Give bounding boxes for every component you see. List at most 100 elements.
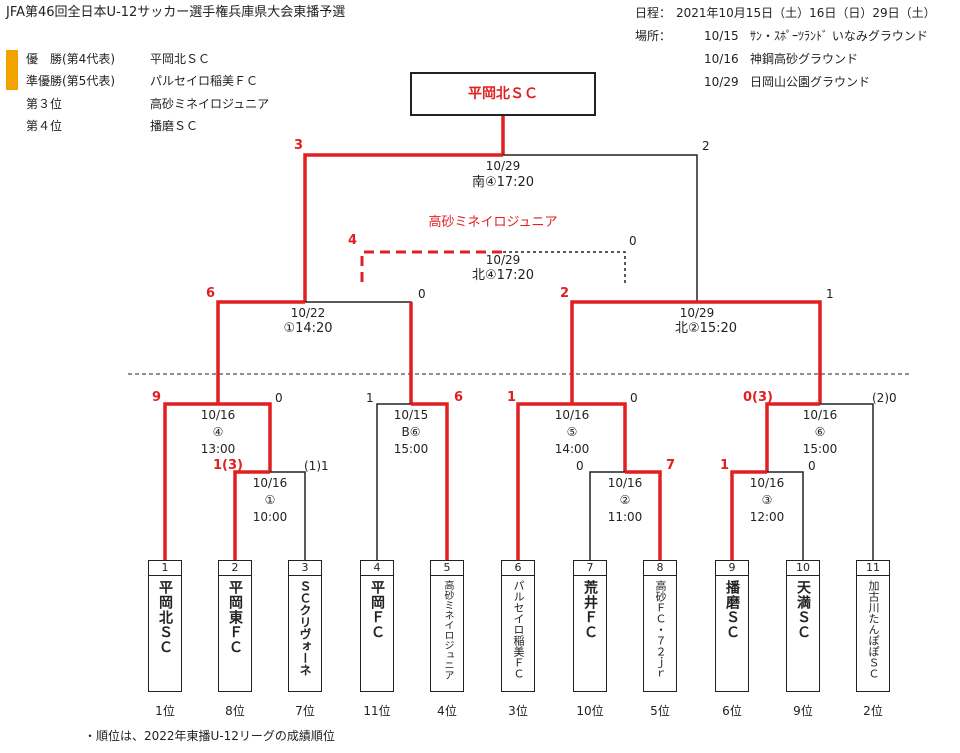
team-rank: 5位 [650, 704, 670, 718]
match-slot: 南④17:20 [471, 175, 535, 190]
r1a-loser [270, 471, 306, 560]
team-number: 3 [289, 561, 321, 576]
match-time: 11:00 [607, 510, 643, 524]
champion-box: 平岡北ＳＣ [410, 72, 596, 116]
team-name: 高砂ミネイロジュニア [442, 580, 453, 680]
venue-date: 10/16 [704, 52, 739, 66]
result-team: 高砂ミネイロジュニア [150, 97, 270, 111]
score: 0(3) [743, 390, 773, 405]
venue-date: 10/15 [704, 29, 739, 43]
team-name: 播磨ＳＣ [724, 580, 740, 640]
match-slot: ①14:20 [283, 321, 333, 336]
third-place-team: 高砂ミネイロジュニア [428, 215, 558, 230]
r1a-winner [233, 470, 270, 560]
sf-right-right [697, 300, 822, 404]
score: 1 [720, 458, 730, 473]
page-title: JFA第46回全日本U-12サッカー選手権兵庫県大会東播予選 [6, 5, 346, 20]
match-no: ⑤ [566, 425, 578, 439]
score: 1 [826, 287, 834, 301]
score: 7 [666, 458, 676, 473]
result-team: 平岡北ＳＣ [150, 52, 211, 66]
result-label: 準優勝(第5代表) [26, 74, 115, 88]
result-team: パルセイロ稲美ＦＣ [150, 74, 259, 88]
team-box: 2 平岡東ＦＣ [218, 560, 252, 692]
team-number: 2 [219, 561, 251, 576]
team-number: 7 [574, 561, 606, 576]
result-label: 優 勝(第4代表) [26, 52, 115, 66]
team-rank: 9位 [793, 704, 813, 718]
score: 0 [808, 459, 816, 473]
team-box: 1 平岡北ＳＣ [148, 560, 182, 692]
match-date: 10/29 [485, 253, 521, 267]
date-value: 2021年10月15日（土）16日（日）29日（土） [676, 6, 936, 20]
r1c-winner [730, 470, 767, 560]
score: 0 [576, 459, 584, 473]
qf3-right [572, 402, 627, 472]
score: (1)1 [304, 459, 329, 473]
venue-name: 神鋼高砂グラウンド [750, 52, 859, 66]
match-no: ③ [761, 493, 773, 507]
team-name: 平岡北ＳＣ [157, 580, 173, 655]
match-time: 12:00 [749, 510, 785, 524]
score: 0 [629, 234, 637, 248]
footnote: ・順位は、2022年東播U-12リーグの成績順位 [84, 729, 335, 743]
match-date: 10/16 [749, 476, 785, 490]
match-no: ① [264, 493, 276, 507]
r1b-loser [589, 471, 625, 560]
team-name: 加古川たんぽぽＳＣ [867, 580, 880, 679]
match-date: 10/16 [802, 408, 838, 422]
team-box: 11 加古川たんぽぽＳＣ [856, 560, 890, 692]
match-date: 10/16 [252, 476, 288, 490]
third-line-winner [360, 250, 503, 282]
team-box: 10 天満ＳＣ [786, 560, 820, 692]
match-time: 13:00 [200, 442, 236, 456]
qf1-winner [163, 402, 218, 560]
venue-name: ｻﾝ・ｽﾎﾟｰﾂﾗﾝﾄﾞ いなみグラウンド [750, 29, 928, 43]
score: 1 [366, 391, 374, 405]
team-rank: 4位 [437, 704, 457, 718]
team-number: 5 [431, 561, 463, 576]
sf-left-winner [216, 300, 305, 404]
team-rank: 2位 [863, 704, 883, 718]
team-rank: 11位 [363, 704, 391, 718]
match-date: 10/22 [290, 306, 326, 320]
score: 0 [630, 391, 638, 405]
team-name: 荒井ＦＣ [582, 580, 598, 640]
team-rank: 6位 [722, 704, 742, 718]
team-name: 高砂ＦＣ・７２ｊｒ [654, 580, 667, 679]
team-number: 10 [787, 561, 819, 576]
score: 0 [275, 391, 283, 405]
match-time: 15:00 [802, 442, 838, 456]
match-no: ④ [212, 425, 224, 439]
qf2-winner [411, 402, 449, 560]
date-label: 日程： [635, 6, 672, 20]
score: (2)0 [872, 391, 897, 405]
team-rank: 1位 [155, 704, 175, 718]
venue-label: 場所： [635, 29, 672, 43]
match-no: ② [619, 493, 631, 507]
team-number: 8 [644, 561, 676, 576]
team-name: 天満ＳＣ [795, 580, 811, 640]
team-name: 平岡東ＦＣ [227, 580, 243, 655]
team-number: 4 [361, 561, 393, 576]
score: 0 [418, 287, 426, 301]
score: 4 [348, 233, 358, 248]
match-date: 10/15 [393, 408, 429, 422]
qf3-winner [516, 402, 572, 560]
score: 1 [507, 390, 517, 405]
final-line-winner [303, 153, 503, 302]
match-date: 10/29 [679, 306, 715, 320]
team-rank: 7位 [295, 704, 315, 718]
team-number: 6 [502, 561, 534, 576]
highlight-bar [6, 50, 18, 90]
match-date: 10/16 [200, 408, 236, 422]
team-rank: 10位 [576, 704, 604, 718]
score: 3 [294, 138, 304, 153]
team-box: 7 荒井ＦＣ [573, 560, 607, 692]
score: 6 [206, 286, 216, 301]
result-label: 第３位 [26, 97, 63, 111]
team-box: 4 平岡ＦＣ [360, 560, 394, 692]
team-rank: 3位 [508, 704, 528, 718]
match-slot: 北②15:20 [674, 321, 738, 336]
